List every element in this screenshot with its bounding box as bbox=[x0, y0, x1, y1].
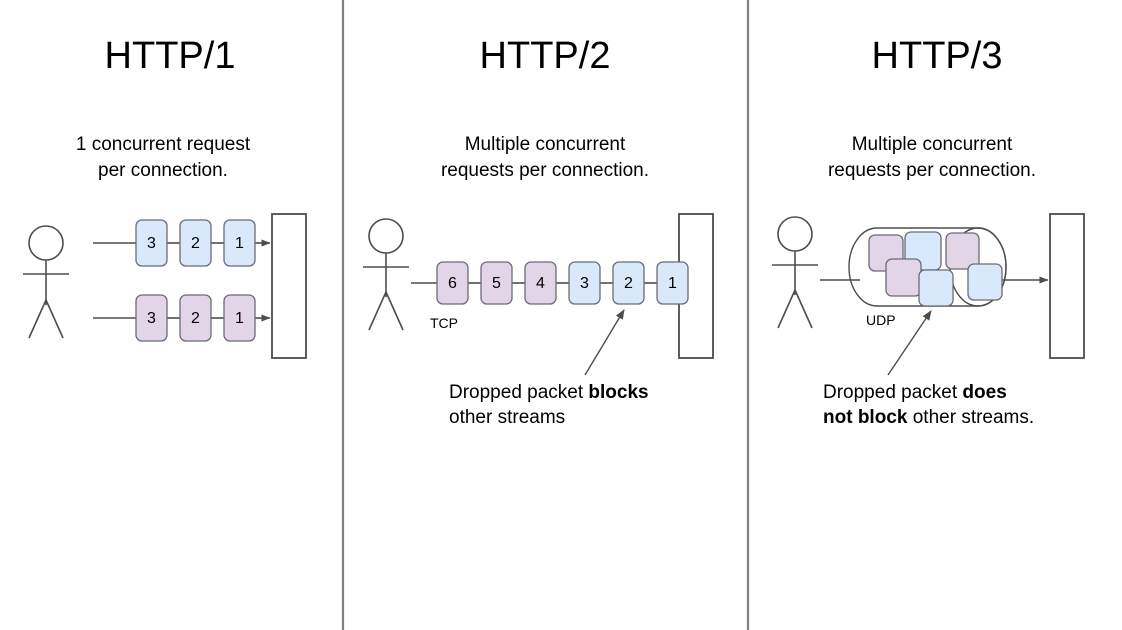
packet-http1-0-0: 3 bbox=[135, 219, 168, 267]
packet-label: 1 bbox=[668, 275, 677, 292]
note-line2-http2: other streams bbox=[449, 407, 565, 428]
packet-http1-0-1: 2 bbox=[179, 219, 212, 267]
panel-caption-line1-http1: 1 concurrent request bbox=[76, 134, 251, 155]
protocol-label-udp: UDP bbox=[866, 312, 896, 328]
packet-http2-0: 6 bbox=[436, 261, 469, 305]
packet-label: 2 bbox=[191, 235, 200, 252]
client-stick-figure bbox=[772, 216, 818, 329]
note-plain: other streams. bbox=[907, 407, 1034, 428]
panel-caption-line2-http2: requests per connection. bbox=[441, 160, 649, 181]
callout-pointer-http3 bbox=[887, 310, 932, 376]
panel-title-http2: HTTP/2 bbox=[480, 35, 611, 77]
callout-pointer-http2 bbox=[584, 309, 625, 376]
panel-caption-line1-http3: Multiple concurrent bbox=[852, 134, 1013, 155]
note-bold: blocks bbox=[588, 382, 648, 403]
note-bold: does bbox=[962, 382, 1006, 403]
packet-http2-2: 4 bbox=[524, 261, 557, 305]
stream-row-http1-1: 3 2 1 bbox=[93, 294, 271, 342]
packet-http3-3 bbox=[945, 232, 980, 270]
packet-http2-3: 3 bbox=[568, 261, 601, 305]
packet-http1-1-1: 2 bbox=[179, 294, 212, 342]
packet-label: 1 bbox=[235, 235, 244, 252]
panel-caption-line1-http2: Multiple concurrent bbox=[465, 134, 626, 155]
panel-http2: HTTP/2 Multiple concurrent requests per … bbox=[363, 35, 714, 428]
packet-http2-4: 2 bbox=[612, 261, 645, 305]
packet-label: 2 bbox=[191, 310, 200, 327]
server-box-http1 bbox=[271, 213, 307, 359]
packet-label: 1 bbox=[235, 310, 244, 327]
client-stick-figure bbox=[363, 218, 409, 331]
packet-http3-5 bbox=[967, 263, 1003, 301]
packet-http1-1-2: 1 bbox=[223, 294, 256, 342]
panel-caption-line2-http1: per connection. bbox=[98, 160, 228, 181]
stream-row-http2-0: 6 5 4 3 2 bbox=[411, 261, 689, 305]
protocol-label-tcp: TCP bbox=[430, 315, 458, 331]
packet-label: 3 bbox=[580, 275, 589, 292]
packet-label: 6 bbox=[448, 275, 457, 292]
panel-http1: HTTP/1 1 concurrent request per connecti… bbox=[23, 35, 307, 359]
packet-label: 3 bbox=[147, 310, 156, 327]
packet-http2-1: 5 bbox=[480, 261, 513, 305]
packet-http1-1-0: 3 bbox=[135, 294, 168, 342]
packet-label: 3 bbox=[147, 235, 156, 252]
note-line1-http3: Dropped packet does bbox=[823, 382, 1007, 403]
note-plain: Dropped packet bbox=[823, 382, 962, 403]
note-plain: Dropped packet bbox=[449, 382, 588, 403]
packet-http2-5: 1 bbox=[656, 261, 689, 305]
packet-label: 5 bbox=[492, 275, 501, 292]
panel-title-http1: HTTP/1 bbox=[105, 35, 236, 77]
panel-title-http3: HTTP/3 bbox=[872, 35, 1003, 77]
note-line1-http2: Dropped packet blocks bbox=[449, 382, 649, 403]
stream-row-http1-0: 3 2 1 bbox=[93, 219, 271, 267]
server-box-http3 bbox=[1049, 213, 1085, 359]
note-line2-http3: not block other streams. bbox=[823, 407, 1034, 428]
packet-http1-0-2: 1 bbox=[223, 219, 256, 267]
packet-http3-4 bbox=[918, 269, 954, 307]
packet-label: 2 bbox=[624, 275, 633, 292]
panel-caption-line2-http3: requests per connection. bbox=[828, 160, 1036, 181]
note-bold: not block bbox=[823, 407, 908, 428]
panel-http3: HTTP/3 Multiple concurrent requests per … bbox=[772, 35, 1085, 428]
client-stick-figure bbox=[23, 225, 69, 339]
note-plain: other streams bbox=[449, 407, 565, 428]
packet-label: 4 bbox=[536, 275, 545, 292]
packet-http3-2 bbox=[885, 258, 922, 297]
